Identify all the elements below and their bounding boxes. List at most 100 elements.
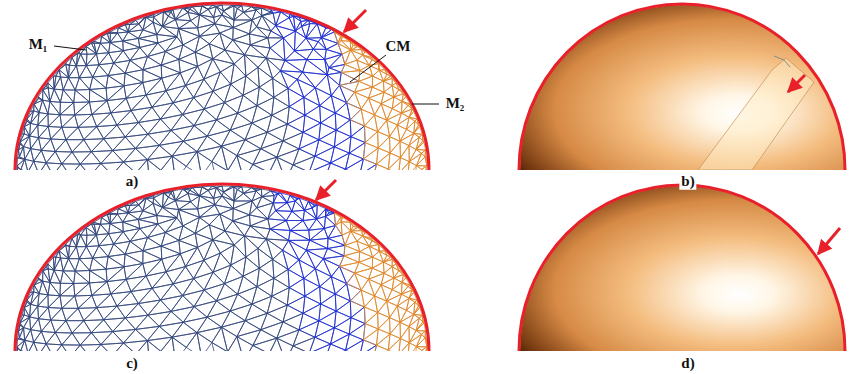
- mesh-triangle: [347, 92, 361, 109]
- mesh-triangle: [272, 97, 289, 115]
- mesh-triangle: [50, 89, 60, 102]
- mesh-triangle: [392, 282, 402, 294]
- mesh-triangle: [267, 115, 287, 132]
- mesh-triangle: [223, 5, 233, 11]
- mesh-triangle: [313, 49, 326, 59]
- mesh-triangle: [60, 283, 74, 295]
- mesh-triangle: [111, 279, 131, 294]
- mesh-triangle: [329, 64, 345, 72]
- mesh-triangle: [233, 215, 251, 226]
- mesh-triangle: [283, 132, 303, 149]
- mesh-triangle: [191, 196, 200, 209]
- mesh-triangle: [186, 333, 201, 351]
- mesh-triangle: [378, 313, 390, 329]
- mesh-triangle: [131, 288, 152, 303]
- mesh-triangle: [244, 164, 269, 170]
- mesh-triangle: [375, 296, 387, 313]
- mesh-triangle: [63, 259, 75, 271]
- mesh-triangle: [204, 91, 224, 109]
- mesh-triangle: [212, 162, 228, 170]
- mesh-triangle: [388, 339, 400, 351]
- mesh-triangle: [60, 102, 74, 114]
- mesh-triangle: [357, 241, 369, 251]
- mesh-triangle: [86, 54, 99, 66]
- mesh-triangle: [336, 120, 351, 137]
- mesh-triangle: [290, 230, 310, 240]
- mesh-triangle: [338, 43, 351, 54]
- mesh-triangle: [273, 250, 288, 269]
- mesh-triangle: [416, 166, 427, 170]
- mesh-triangle: [339, 262, 359, 273]
- mesh-triangle: [409, 153, 421, 165]
- mesh-triangle: [372, 262, 384, 273]
- mesh-triangle: [402, 286, 413, 294]
- mesh-triangle: [79, 77, 92, 89]
- mesh-triangle: [252, 106, 272, 123]
- mesh-triangle: [257, 87, 274, 105]
- mesh-triangle: [179, 52, 198, 66]
- mesh-triangle: [38, 125, 49, 138]
- mesh-triangle: [289, 97, 305, 115]
- mesh-triangle: [351, 50, 363, 60]
- mesh-triangle: [223, 6, 234, 20]
- mesh-triangle: [126, 276, 146, 292]
- mesh-triangle: [60, 115, 75, 128]
- shaded-surface: [520, 186, 844, 351]
- mesh-triangle: [306, 249, 327, 259]
- mesh-triangle: [223, 186, 233, 192]
- mesh-triangle: [346, 153, 364, 169]
- mesh-triangle: [250, 219, 270, 229]
- mesh-triangle: [363, 324, 378, 340]
- mesh-triangle: [195, 52, 213, 66]
- mesh-triangle: [135, 326, 159, 340]
- mesh-triangle: [31, 138, 42, 151]
- mesh-triangle: [66, 308, 84, 320]
- mesh-triangle: [108, 244, 125, 257]
- mesh-triangle: [60, 102, 75, 114]
- mesh-triangle: [148, 119, 171, 134]
- mesh-triangle: [364, 126, 377, 143]
- mesh-triangle: [325, 344, 346, 351]
- red-arrow: [316, 180, 336, 200]
- red-arrow: [818, 228, 840, 254]
- mesh-triangle: [92, 113, 111, 127]
- mesh-triangle: [38, 294, 48, 307]
- mesh-triangle: [117, 32, 128, 41]
- mesh-triangle: [341, 71, 360, 82]
- mesh-triangle: [304, 97, 320, 115]
- mesh-triangle: [68, 66, 79, 78]
- boundary-curve: [15, 3, 429, 170]
- mesh-triangle: [213, 240, 234, 253]
- mesh-triangle: [17, 158, 25, 166]
- mesh-triangle: [266, 239, 288, 250]
- mesh-triangle: [220, 214, 233, 231]
- mesh-triangle: [183, 98, 205, 115]
- mesh-triangle: [283, 124, 303, 141]
- mesh-triangle: [273, 194, 287, 203]
- panel-label: b): [679, 173, 696, 190]
- mesh-triangle: [376, 329, 390, 345]
- mesh-triangle: [75, 259, 89, 271]
- mesh-triangle: [68, 247, 79, 259]
- mesh-triangle: [346, 159, 364, 170]
- mesh-triangle: [409, 334, 421, 346]
- mesh-triangle: [234, 6, 237, 20]
- panel-label: d): [679, 355, 696, 372]
- mesh-triangle: [280, 71, 302, 80]
- panel-label: a): [124, 173, 141, 190]
- mesh-triangle: [72, 333, 91, 345]
- mesh-triangle: [378, 132, 390, 148]
- mesh-triangle: [335, 103, 350, 120]
- mesh-triangle: [257, 268, 274, 286]
- mesh-triangle: [180, 247, 197, 266]
- mesh-triangle: [147, 156, 172, 170]
- mesh-triangle: [172, 156, 186, 170]
- mesh-triangle: [179, 210, 200, 226]
- mesh-triangle: [285, 51, 307, 61]
- mesh-triangle: [138, 38, 157, 47]
- mesh-triangle: [271, 10, 273, 13]
- mesh-triangle: [309, 219, 325, 230]
- mesh-triangle: [38, 306, 49, 319]
- red-arrow: [344, 10, 366, 32]
- mesh-triangle: [212, 186, 222, 188]
